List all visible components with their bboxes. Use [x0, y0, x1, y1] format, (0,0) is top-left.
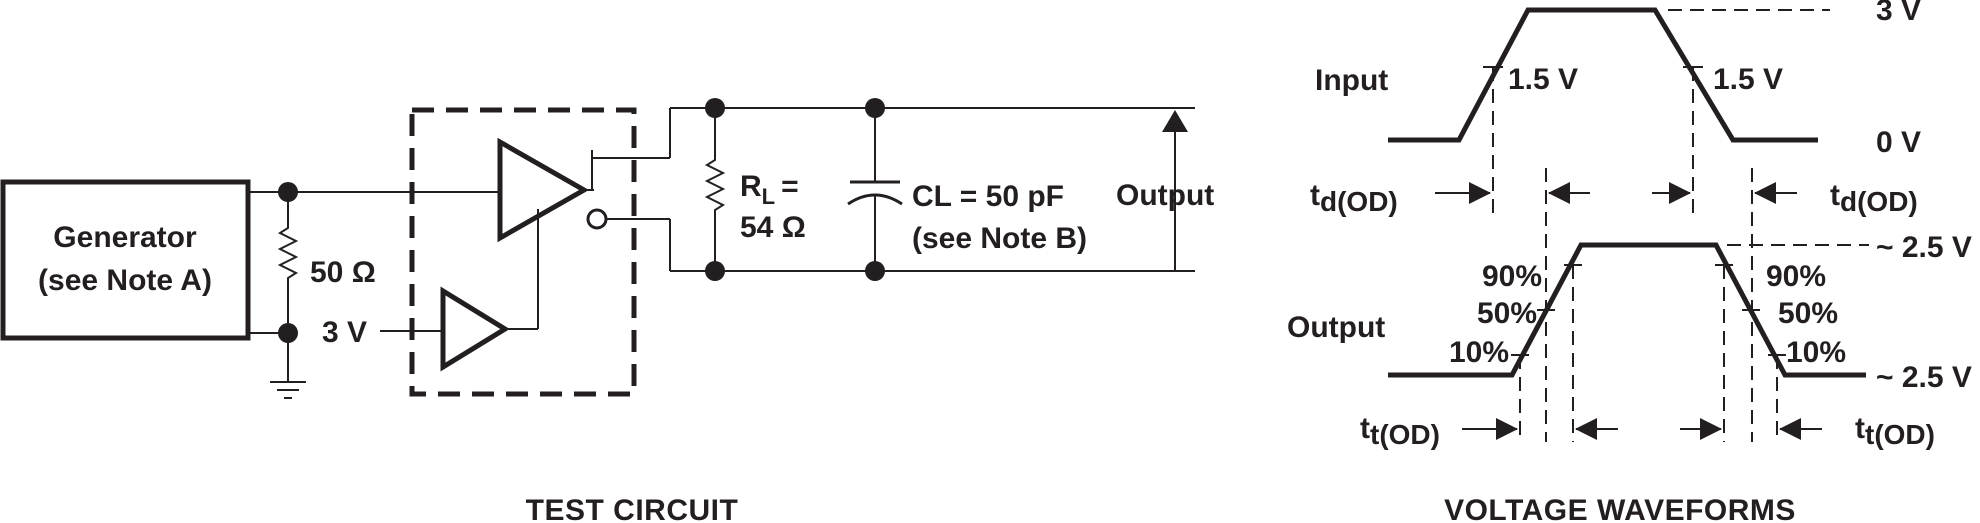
load-resistor-symbol: RL= [740, 170, 799, 209]
td-left-arrowhead-2 [1548, 182, 1570, 204]
waveforms-caption: VOLTAGE WAVEFORMS [1444, 494, 1796, 523]
input-waveform [1388, 7, 1818, 143]
tt-left-arrowhead-2 [1575, 418, 1597, 440]
td-right-arrowhead-1 [1669, 182, 1691, 204]
output-high-label: ~ 2.5 V [1876, 231, 1972, 264]
output-label: Output [1287, 311, 1385, 344]
tt-right-arrowhead-2 [1779, 418, 1801, 440]
pct-50-left: 50% [1477, 297, 1537, 330]
generator-note: (see Note A) [38, 264, 212, 297]
generator-label: Generator [53, 221, 197, 254]
input-mid-label-left: 1.5 V [1508, 63, 1578, 96]
voltage-waveforms: 3 V 0 V Input 1.5 V 1.5 V td(OD) td(OD) … [1287, 0, 1972, 523]
bias-label: 3 V [322, 316, 367, 349]
pct-90-left: 90% [1482, 260, 1542, 293]
td-label-right: td(OD) [1830, 179, 1918, 217]
test-circuit-caption: TEST CIRCUIT [526, 494, 739, 523]
ground-icon [270, 381, 306, 399]
output-low-label: ~ 2.5 V [1876, 361, 1972, 394]
load-resistor [704, 108, 726, 271]
tt-right-arrowhead-1 [1700, 418, 1722, 440]
dut-box [409, 107, 637, 397]
load-capacitor-label: CL = 50 pF [912, 180, 1064, 213]
tt-left-arrowhead-1 [1496, 418, 1518, 440]
tt-label-right: tt(OD) [1855, 412, 1935, 450]
input-label: Input [1315, 64, 1388, 97]
pct-50-right: 50% [1778, 297, 1838, 330]
output-label: Output [1116, 179, 1214, 212]
input-mid-label-right: 1.5 V [1713, 63, 1783, 96]
enable-buffer-icon [440, 286, 510, 372]
input-high-label: 3 V [1876, 0, 1921, 27]
pct-10-right: 10% [1786, 336, 1846, 369]
td-label-left: td(OD) [1310, 179, 1398, 217]
tt-label-left: tt(OD) [1360, 412, 1440, 450]
pct-90-right: 90% [1766, 260, 1826, 293]
output-waveform [1388, 242, 1866, 378]
load-resistor-value: 54 Ω [740, 211, 806, 244]
td-left-arrowhead-1 [1469, 182, 1491, 204]
capacitor-icon [847, 180, 903, 206]
generator-box [0, 179, 251, 341]
output-arrow-head [1162, 110, 1188, 132]
inversion-bubble-icon [586, 208, 608, 230]
source-resistor [277, 192, 299, 333]
driver-triangle-icon [497, 137, 590, 243]
pct-10-left: 10% [1449, 336, 1509, 369]
load-capacitor-note: (see Note B) [912, 222, 1087, 255]
input-low-label: 0 V [1876, 126, 1921, 159]
source-resistor-label: 50 Ω [310, 256, 376, 289]
td-right-arrowhead-2 [1754, 182, 1776, 204]
test-circuit: Generator (see Note A) 50 Ω 3 V [0, 98, 1214, 523]
